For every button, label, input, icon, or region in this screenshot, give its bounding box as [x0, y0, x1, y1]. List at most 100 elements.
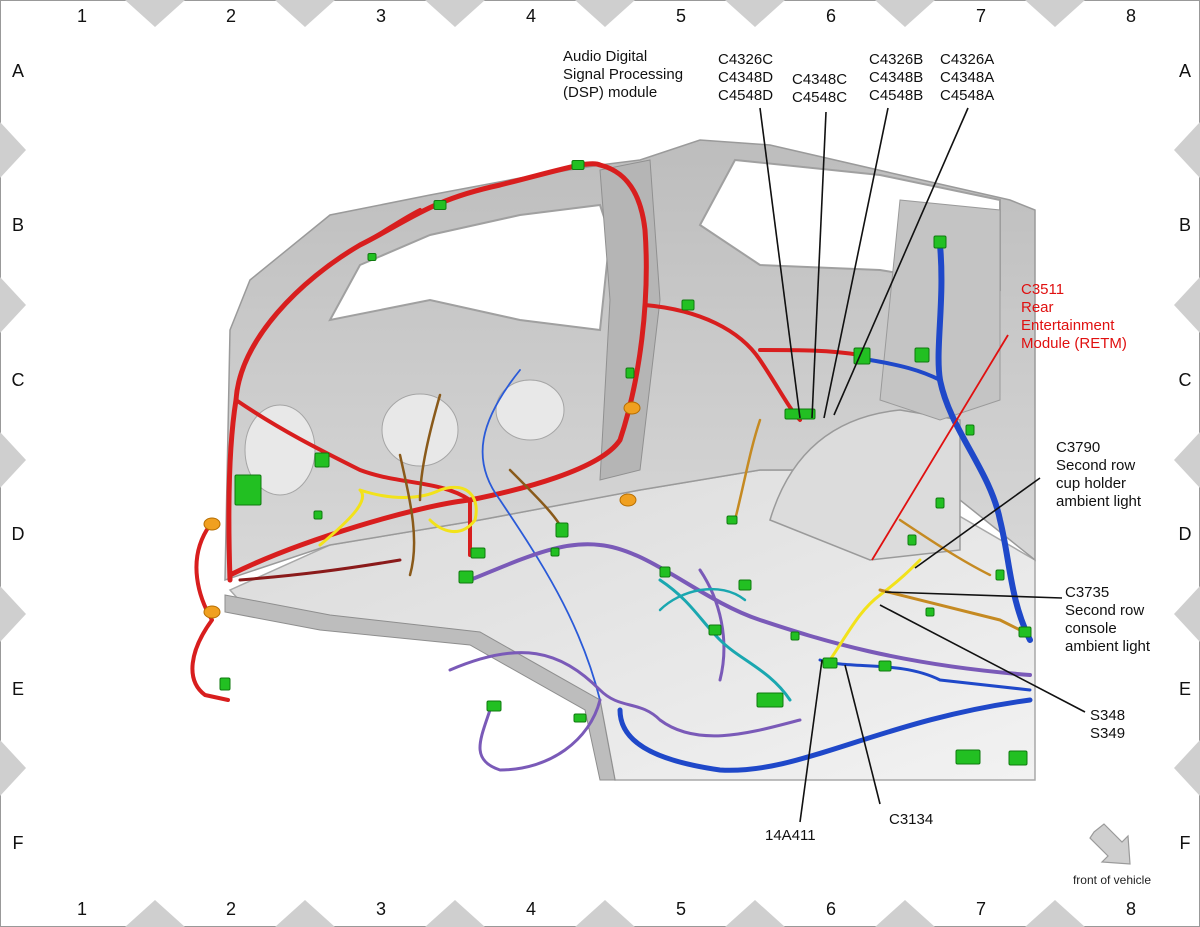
harness-red	[643, 303, 802, 422]
leader-c4348c	[811, 111, 827, 419]
harness-yellow	[318, 485, 478, 547]
grid-col-8: 8	[1126, 6, 1136, 26]
harness-purple	[478, 698, 602, 772]
harness-yellow	[828, 558, 922, 662]
grid-marker	[725, 900, 785, 927]
leader-c4326c	[759, 107, 801, 419]
leader-c4326a	[833, 107, 969, 416]
grid-marker	[425, 900, 485, 927]
callout-line: C4326C	[718, 51, 773, 68]
grid-marker	[575, 0, 635, 27]
connector	[550, 547, 560, 557]
callout-retm: C3511 Rear Entertainment Module (RETM)	[1021, 281, 1127, 352]
callout-line: S349	[1090, 725, 1125, 742]
callout-line: C4326B	[869, 51, 923, 68]
callout-c4348c: C4348C C4548C	[792, 71, 847, 106]
connector	[933, 235, 947, 249]
grid-col-2: 2	[226, 6, 236, 26]
callout-line: console	[1065, 620, 1117, 637]
callout-c4326b: C4326B C4348B C4548B	[869, 51, 923, 104]
callout-line: ambient light	[1056, 493, 1142, 510]
grid-row-f: F	[13, 833, 24, 853]
grid-marker	[1025, 900, 1085, 927]
grid-row-d-right: D	[1179, 524, 1192, 544]
callout-dsp: Audio Digital Signal Processing (DSP) mo…	[563, 48, 683, 101]
connector	[681, 299, 695, 311]
callout-14a411: 14A411	[765, 827, 816, 844]
connector	[955, 749, 981, 765]
callout-line: ambient light	[1065, 638, 1151, 655]
callout-line: Module (RETM)	[1021, 335, 1127, 352]
connector	[219, 677, 231, 691]
harness-red	[190, 523, 230, 702]
connector	[486, 700, 502, 712]
connector	[234, 474, 262, 506]
grid-row-e: E	[12, 679, 24, 699]
grid-row-f-right: F	[1180, 833, 1191, 853]
grid-marker	[1174, 432, 1200, 488]
grid-col-6-bottom: 6	[826, 899, 836, 919]
callout-line: C4548D	[718, 87, 773, 104]
grid-row-b-right: B	[1179, 215, 1191, 235]
panel-cutout	[381, 393, 459, 467]
callout-line: C4348D	[718, 69, 773, 86]
callout-line: S348	[1090, 707, 1125, 724]
grid-col-3: 3	[376, 6, 386, 26]
grid-col-6: 6	[826, 6, 836, 26]
grid-marker	[1025, 0, 1085, 27]
grid-marker	[425, 0, 485, 27]
callout-c4326c: C4326C C4348D C4548D	[718, 51, 773, 104]
connector	[313, 510, 323, 520]
grid-row-a: A	[12, 61, 24, 81]
leader-c3735	[884, 591, 1063, 599]
harness-purple	[698, 568, 726, 682]
leader-s348	[879, 604, 1086, 713]
connector	[995, 569, 1005, 581]
grid-marker	[275, 0, 335, 27]
connector	[708, 624, 722, 636]
grid-marker	[0, 740, 26, 796]
connector	[625, 367, 635, 379]
callout-line: C4348A	[940, 69, 994, 86]
callout-c3134: C3134	[889, 811, 933, 828]
connectors	[203, 160, 1032, 766]
connector	[573, 713, 587, 723]
harness-blue	[617, 697, 1033, 773]
callout-line: Second row	[1065, 602, 1144, 619]
leader-14a411	[799, 659, 823, 823]
connector	[314, 452, 330, 468]
harness-blue	[868, 358, 942, 382]
callout-line: C3790	[1056, 439, 1100, 456]
callout-c3735: C3735 Second row console ambient light	[1065, 584, 1151, 655]
front-of-vehicle-label: front of vehicle	[1073, 873, 1151, 887]
grid-row-labels-left: A B C D E F	[12, 61, 25, 853]
harness-teal	[658, 587, 747, 612]
grid-col-5-bottom: 5	[676, 899, 686, 919]
grid-marker	[725, 0, 785, 27]
callout-line: Audio Digital	[563, 48, 647, 65]
grid-marker	[125, 0, 185, 27]
connector	[925, 607, 935, 617]
grid-column-labels-top: 1 2 3 4 5 6 7 8	[77, 6, 1136, 26]
grid-marker	[875, 900, 935, 927]
connector	[738, 579, 752, 591]
harness-brown	[733, 418, 762, 522]
connector	[965, 424, 975, 436]
leader-c3790	[914, 477, 1041, 569]
callout-s348: S348 S349	[1090, 707, 1125, 742]
grid-marker	[0, 122, 26, 178]
connector	[756, 692, 784, 708]
callout-line: (DSP) module	[563, 84, 657, 101]
grid-marker	[125, 900, 185, 927]
connector	[1018, 626, 1032, 638]
connector	[790, 631, 800, 641]
harness-clip	[203, 517, 221, 531]
grid-row-c-right: C	[1179, 370, 1192, 390]
callout-line: C4548A	[940, 87, 994, 104]
direction-arrow-icon	[1089, 823, 1131, 865]
grid-col-4-bottom: 4	[526, 899, 536, 919]
grid-col-1: 1	[77, 6, 87, 26]
leader-c3134	[844, 664, 881, 805]
callout-c4326a: C4326A C4348A C4548A	[940, 51, 994, 104]
